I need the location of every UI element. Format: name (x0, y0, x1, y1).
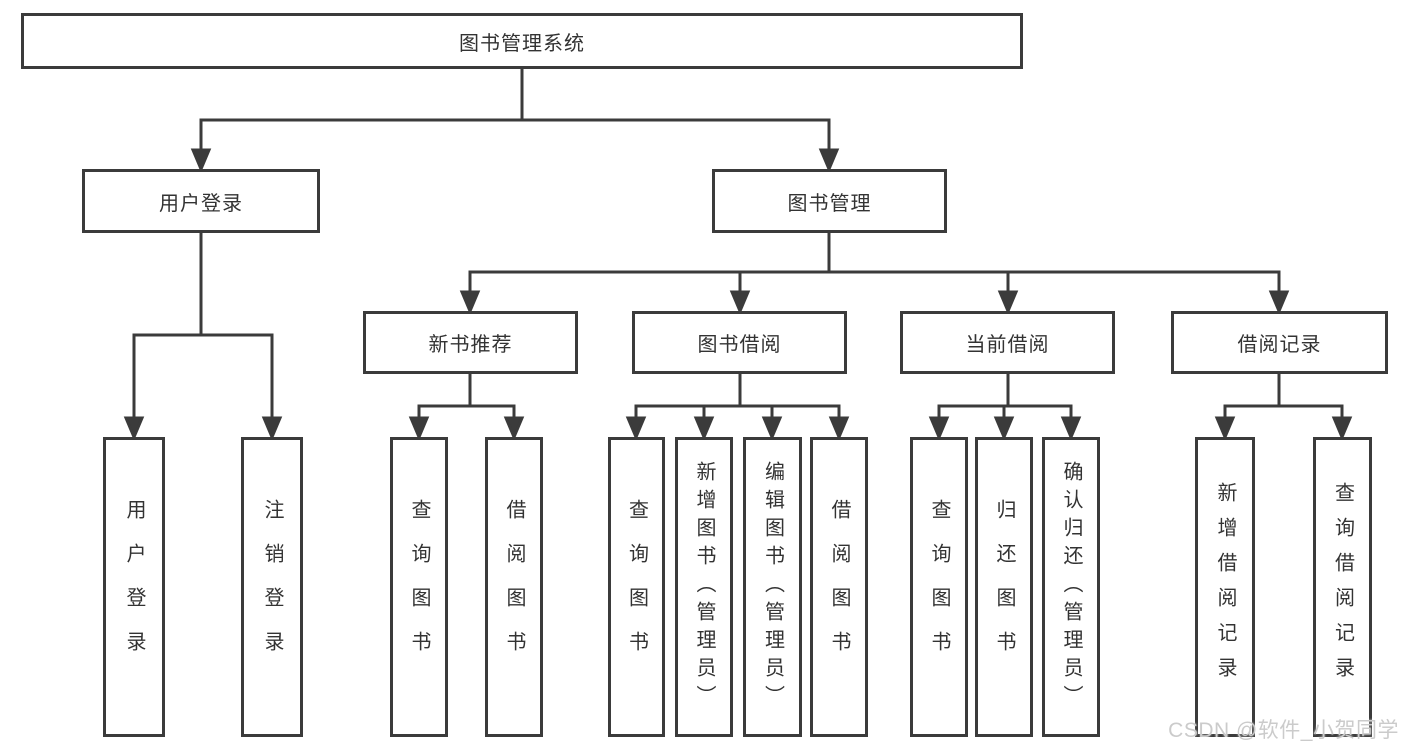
node-borrow-records: 借阅记录 (1171, 311, 1388, 374)
leaf-logout-label: 注销登录 (261, 499, 283, 675)
node-new-book-recommend: 新书推荐 (363, 311, 578, 374)
leaf-query-books-borrow-label: 查询图书 (625, 499, 648, 675)
leaf-borrow-books-borrow: 借阅图书 (810, 437, 868, 737)
node-book-management-label: 图书管理 (787, 192, 872, 215)
leaf-logout: 注销登录 (241, 437, 303, 737)
leaf-confirm-return-admin-label: 确认归还（管理员） (1060, 461, 1082, 713)
connector-user-login-children (123, 233, 283, 441)
leaf-query-books-current: 查询图书 (910, 437, 968, 737)
node-root-label: 图书管理系统 (459, 32, 585, 55)
connector-borrow-records-children (1214, 374, 1353, 441)
leaf-query-borrow-record-label: 查询借阅记录 (1331, 482, 1354, 692)
connector-new-book-recommend-children (408, 374, 525, 441)
leaf-add-book-admin-label: 新增图书（管理员） (693, 461, 715, 713)
node-book-management: 图书管理 (712, 169, 947, 233)
leaf-confirm-return-admin: 确认归还（管理员） (1042, 437, 1100, 737)
leaf-user-login: 用户登录 (103, 437, 165, 737)
leaf-query-books-current-label: 查询图书 (928, 499, 950, 675)
connector-current-borrow-children (928, 374, 1082, 441)
watermark-text: CSDN @软件_小贺同学 (1168, 719, 1399, 742)
leaf-return-books-label: 归还图书 (993, 499, 1015, 675)
leaf-borrow-books-borrow-label: 借阅图书 (828, 499, 850, 675)
leaf-borrow-books-recommend-label: 借阅图书 (503, 499, 525, 675)
leaf-add-borrow-record-label: 新增借阅记录 (1214, 482, 1236, 692)
node-user-login: 用户登录 (82, 169, 320, 233)
leaf-edit-book-admin: 编辑图书（管理员） (743, 437, 802, 737)
node-book-borrow: 图书借阅 (632, 311, 847, 374)
leaf-query-books-recommend: 查询图书 (390, 437, 448, 737)
leaf-user-login-label: 用户登录 (123, 499, 145, 675)
connector-root-to-level2 (190, 69, 840, 173)
connector-book-management-children (459, 233, 1290, 315)
leaf-add-borrow-record: 新增借阅记录 (1195, 437, 1255, 737)
node-current-borrow-label: 当前借阅 (965, 334, 1050, 356)
leaf-query-borrow-record: 查询借阅记录 (1313, 437, 1372, 737)
leaf-query-books-borrow: 查询图书 (608, 437, 665, 737)
node-current-borrow: 当前借阅 (900, 311, 1115, 374)
node-borrow-records-label: 借阅记录 (1237, 334, 1322, 356)
node-root-system: 图书管理系统 (21, 13, 1023, 69)
leaf-edit-book-admin-label: 编辑图书（管理员） (761, 461, 784, 713)
connector-book-borrow-children (625, 374, 850, 441)
node-user-login-label: 用户登录 (159, 192, 243, 215)
node-book-borrow-label: 图书借阅 (697, 334, 782, 356)
leaf-add-book-admin: 新增图书（管理员） (675, 437, 733, 737)
leaf-query-books-recommend-label: 查询图书 (408, 499, 430, 675)
leaf-return-books: 归还图书 (975, 437, 1033, 737)
leaf-borrow-books-recommend: 借阅图书 (485, 437, 543, 737)
node-new-book-recommend-label: 新书推荐 (428, 334, 513, 356)
